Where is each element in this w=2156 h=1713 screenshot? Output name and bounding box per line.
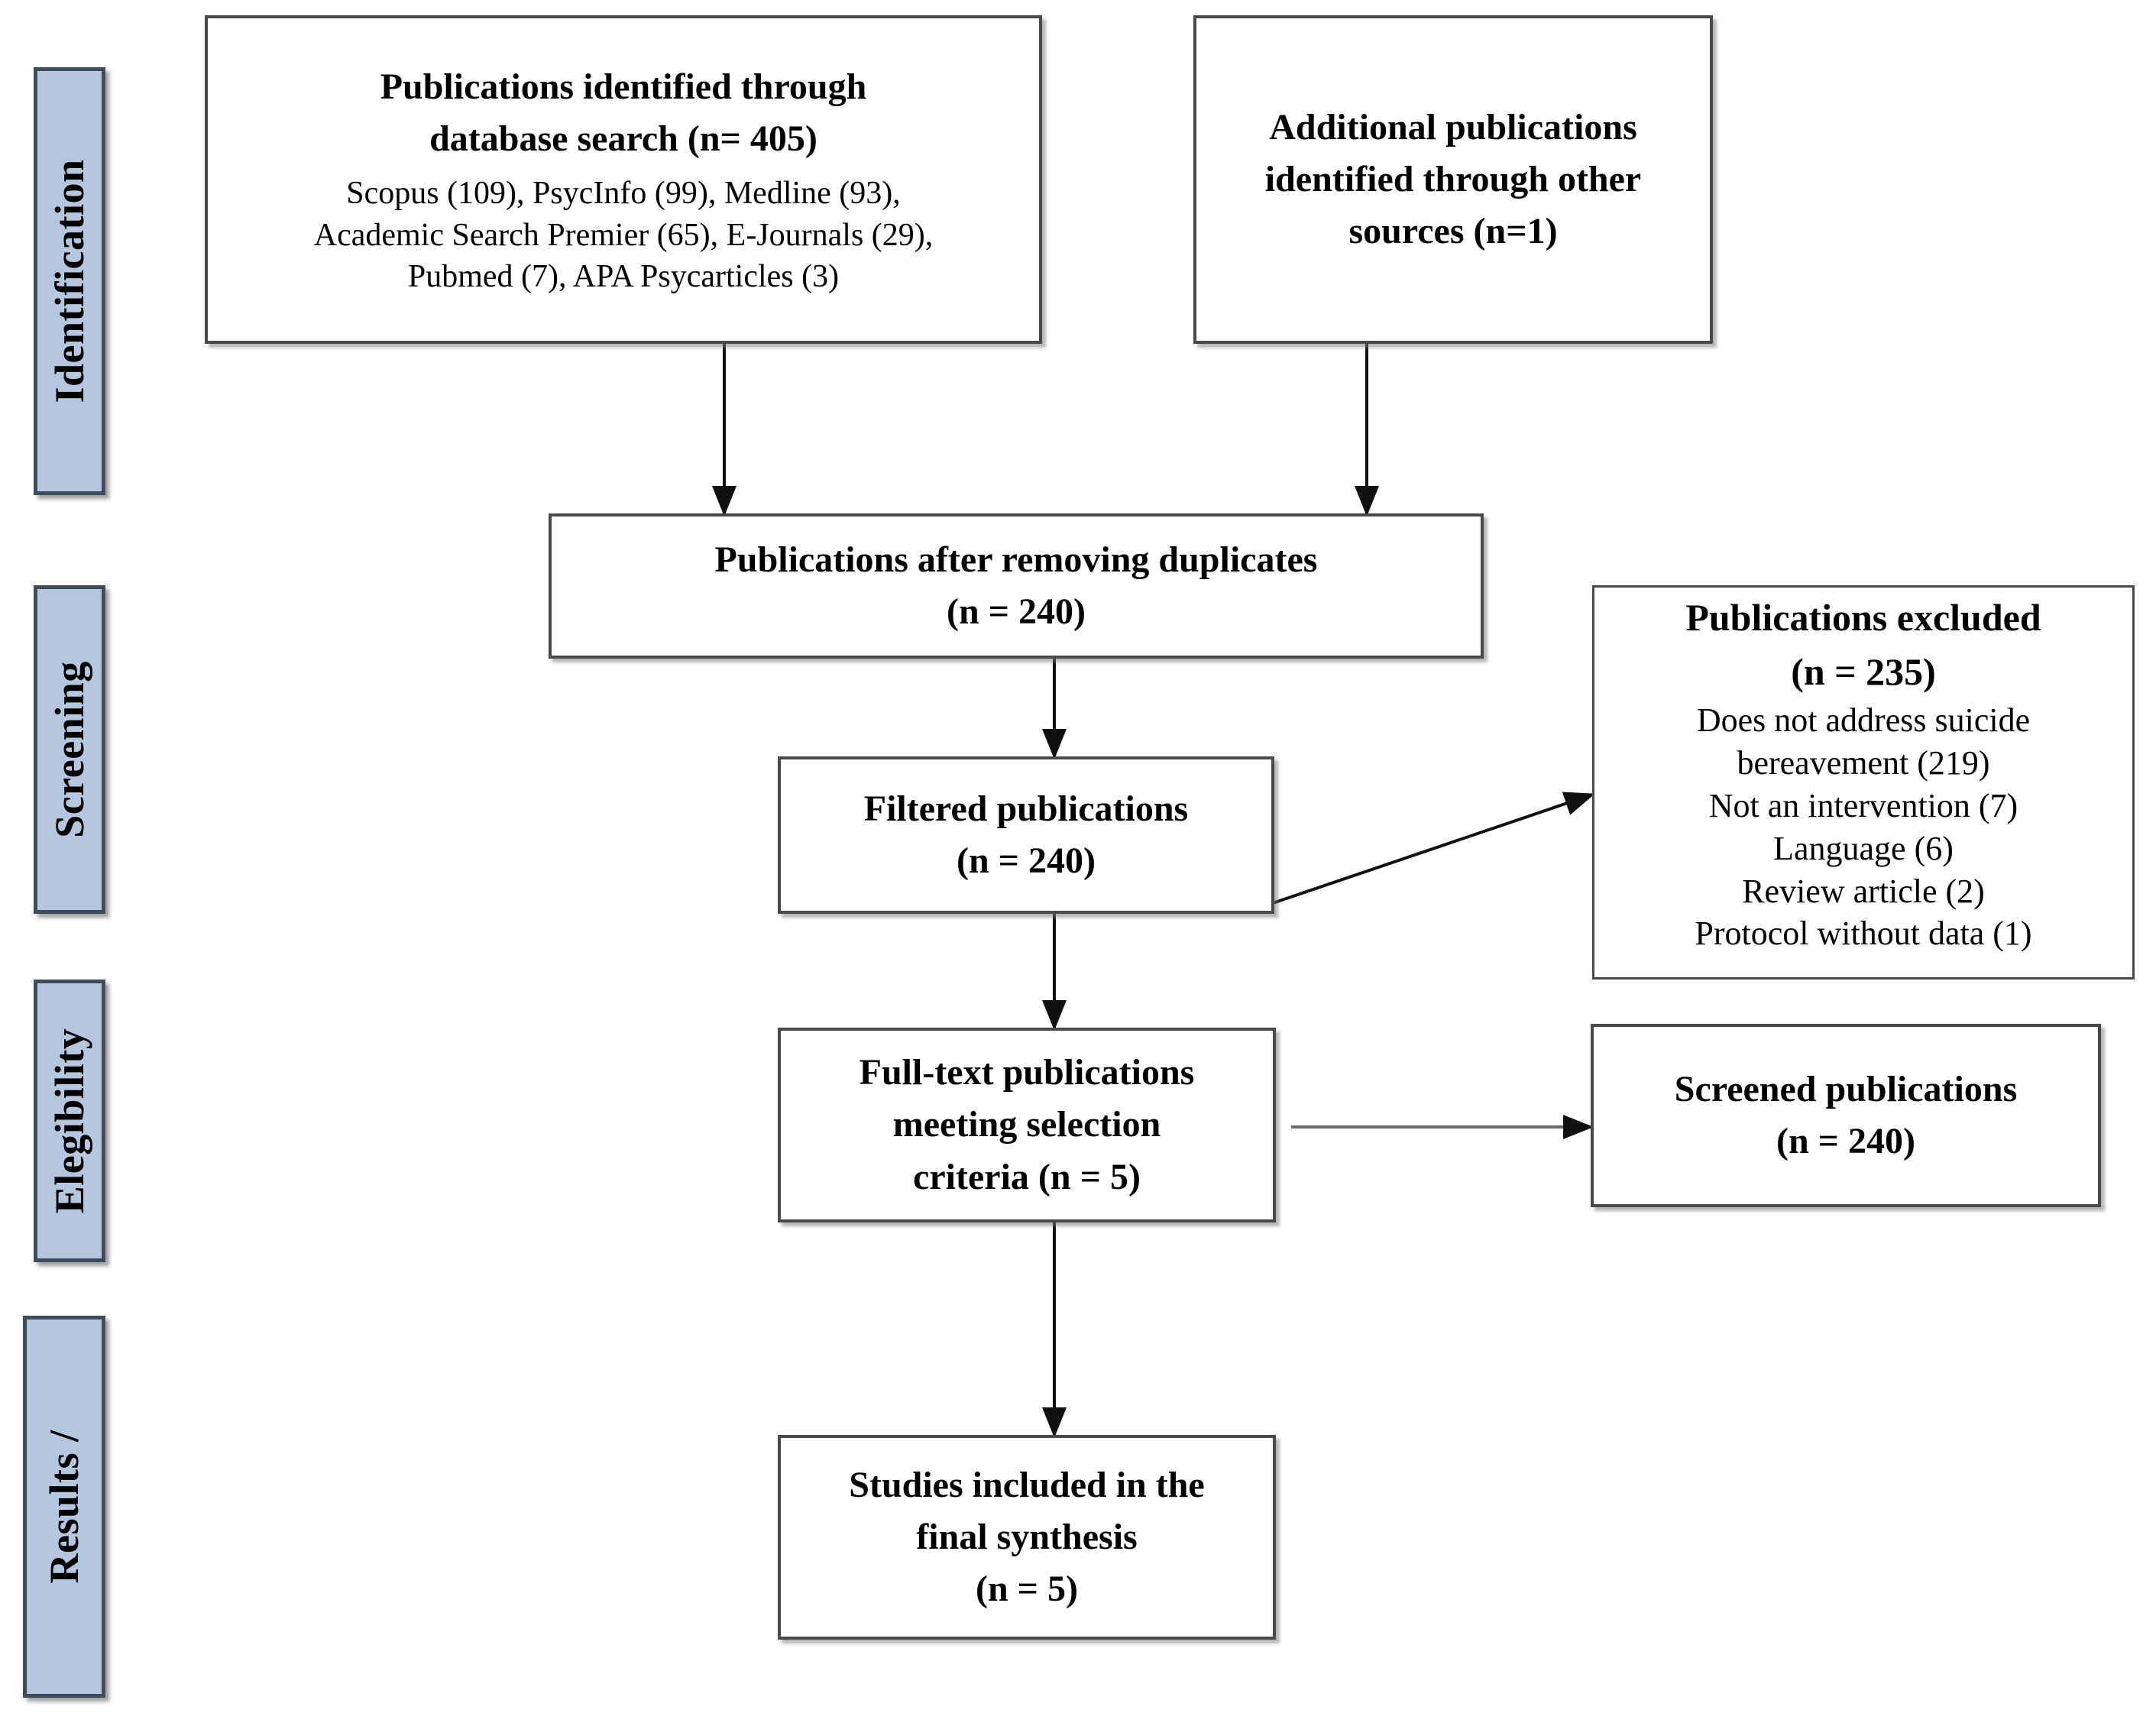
after-duplicates-title-line1: Publications after removing duplicates — [714, 539, 1318, 580]
excluded-title-line1: Publications excluded — [1685, 596, 2041, 639]
stage-bar-elegibility: Elegibility — [34, 980, 105, 1262]
box-fulltext-publications: Full-text publications meeting selection… — [778, 1028, 1276, 1222]
stage-label-results: Results / — [41, 1430, 87, 1584]
box-other-sources: Additional publications identified throu… — [1193, 15, 1713, 344]
excluded-reason-4: Review article (2) — [1742, 872, 1985, 910]
fulltext-title-line2: meeting selection — [892, 1104, 1161, 1145]
stage-bar-results: Results / — [23, 1316, 105, 1698]
excluded-reason-1: bereavement (219) — [1737, 743, 1990, 782]
included-title-line3: (n = 5) — [975, 1569, 1078, 1610]
other-sources-title-line2: identified through other — [1264, 158, 1642, 199]
included-title-line2: final synthesis — [916, 1516, 1138, 1557]
excluded-title-line2: (n = 235) — [1791, 650, 1936, 693]
stage-label-elegibility: Elegibility — [47, 1028, 92, 1214]
excluded-reason-3: Language (6) — [1773, 829, 1954, 867]
stage-bar-screening: Screening — [34, 585, 105, 914]
database-search-sub-line2: Academic Search Premier (65), E-Journals… — [313, 217, 934, 253]
other-sources-title-line1: Additional publications — [1269, 106, 1637, 147]
database-search-sub-line3: Pubmed (7), APA Psycarticles (3) — [407, 259, 840, 295]
after-duplicates-title-line2: (n = 240) — [946, 591, 1086, 632]
database-search-title-line1: Publications identified through — [380, 66, 867, 107]
excluded-reason-0: Does not address suicide — [1696, 701, 2031, 739]
box-after-duplicates: Publications after removing duplicates (… — [549, 513, 1484, 659]
arrow-filtered-to-excluded — [1272, 792, 1595, 905]
included-title-line1: Studies included in the — [849, 1464, 1205, 1505]
fulltext-title-line3: criteria (n = 5) — [913, 1156, 1141, 1197]
box-publications-excluded: Publications excluded (n = 235) Does not… — [1592, 585, 2135, 980]
fulltext-title-line1: Full-text publications — [859, 1052, 1195, 1093]
screened-title-line1: Screened publications — [1674, 1068, 2018, 1109]
box-screened-publications: Screened publications (n = 240) — [1591, 1024, 2101, 1207]
database-search-title-line2: database search (n= 405) — [429, 118, 817, 160]
stage-bar-identification: Identification — [34, 67, 105, 495]
excluded-reason-5: Protocol without data (1) — [1695, 915, 2032, 953]
stage-label-identification: Identification — [47, 159, 92, 403]
screened-title-line2: (n = 240) — [1776, 1121, 1915, 1161]
stage-label-screening: Screening — [47, 661, 92, 838]
other-sources-title-line3: sources (n=1) — [1348, 211, 1558, 252]
filtered-title-line1: Filtered publications — [863, 788, 1189, 829]
box-studies-included: Studies included in the final synthesis … — [778, 1435, 1276, 1640]
excluded-reason-2: Not an intervention (7) — [1708, 786, 2018, 824]
filtered-title-line2: (n = 240) — [956, 840, 1096, 881]
database-search-sub-line1: Scopus (109), PsycInfo (99), Medline (93… — [346, 176, 901, 212]
box-database-search: Publications identified through database… — [205, 15, 1042, 344]
box-filtered-publications: Filtered publications (n = 240) — [778, 756, 1274, 914]
